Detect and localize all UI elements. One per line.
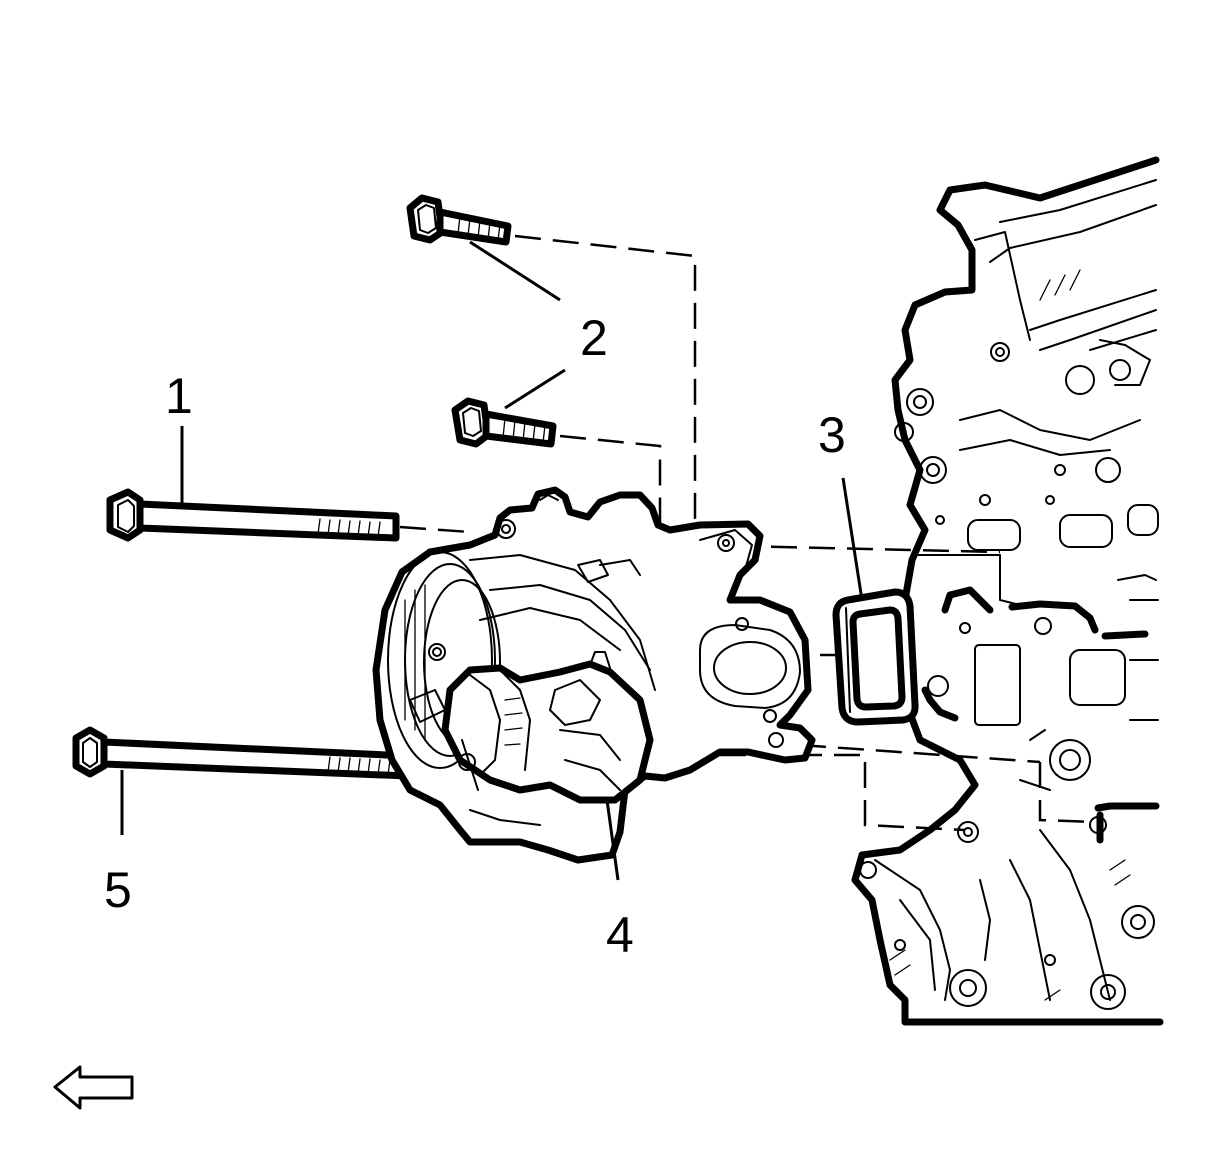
- bolt-1: [106, 488, 400, 542]
- arrow-left-icon: [53, 1065, 134, 1110]
- callout-5: 5: [104, 862, 132, 918]
- leader-lines: [120, 240, 864, 881]
- callout-4: 4: [606, 907, 634, 963]
- engine-block: [851, 156, 1164, 1026]
- callout-3: 3: [818, 407, 846, 463]
- callout-2: 2: [580, 310, 608, 366]
- bolt-2-lower: [451, 397, 557, 448]
- callout-1: 1: [165, 368, 193, 424]
- bolt-5: [72, 726, 412, 780]
- gasket-3: [832, 588, 919, 726]
- bolt-2-upper: [406, 194, 512, 246]
- throttle-body-assembly-4: [372, 486, 816, 864]
